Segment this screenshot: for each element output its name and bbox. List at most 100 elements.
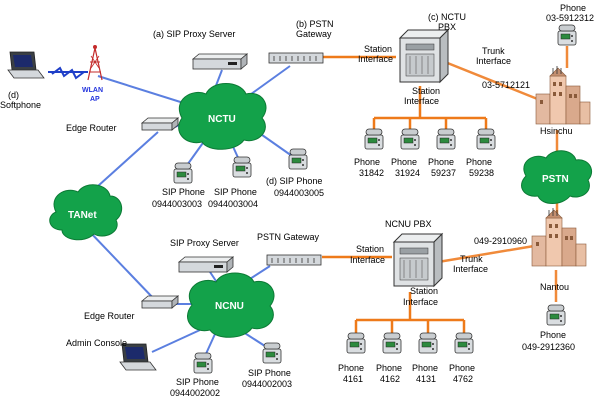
link-ap-nctu (97, 75, 191, 106)
ext-59238-label: Phone (466, 157, 492, 167)
link-pbx-hsinchu-trunk (439, 58, 541, 102)
sip-phone-3005-label-2: 0944003005 (274, 188, 324, 198)
phone-31842 (364, 128, 384, 150)
softphone-laptop (7, 51, 45, 79)
ext-4162-label-2: 4162 (380, 374, 400, 384)
ext-59237-label: Phone (428, 157, 454, 167)
nctu-cloud: NCTU (178, 83, 267, 150)
phone-4161 (346, 332, 366, 354)
ext-31924-label-2: 31924 (395, 168, 420, 178)
sip-proxy-server-a (192, 53, 248, 70)
softphone-label-2: Softphone (0, 100, 41, 110)
sip-phone-3004-label-2: 0944003004 (208, 199, 258, 209)
sip-phone-2003-label: SIP Phone (248, 368, 291, 378)
nantou-number: 049-2910960 (474, 236, 527, 246)
nctu-pbx (399, 29, 449, 83)
sip-phone-2002-label-2: 0944002002 (170, 388, 220, 398)
wlan-ap-tower-icon (87, 45, 103, 81)
sip-phone-3003 (173, 162, 193, 184)
hsinchu-label: Hsinchu (540, 126, 573, 136)
sip-phone-3004 (232, 156, 252, 178)
link-ncnu-admin (151, 329, 201, 353)
trunk-if-bottom-label-2: Interface (453, 264, 488, 274)
tanet-cloud: TANet (49, 184, 123, 241)
pstn-gateway-ncnu-label: PSTN Gateway (257, 232, 320, 242)
edge-router-bottom-label: Edge Router (84, 311, 135, 321)
station-if-top-label: Station (364, 44, 392, 54)
link-pbx-nantou-trunk (437, 243, 541, 264)
phone-59237 (436, 128, 456, 150)
pstn-gateway-b-label: (b) PSTN (296, 19, 334, 29)
ext-59238-label-2: 59238 (469, 168, 494, 178)
ext-31924-label: Phone (391, 157, 417, 167)
edge-router-top (141, 117, 179, 131)
ext-4162-label: Phone (376, 363, 402, 373)
trunk-if-bottom-label: Trunk (460, 254, 483, 264)
link-router-tanet (87, 131, 159, 196)
wlan-label: WLAN (82, 87, 103, 94)
station-if-bottom-below-label: Station (410, 286, 438, 296)
phone-4762 (454, 332, 474, 354)
hsinchu-number: 03-5712121 (482, 80, 530, 90)
phone-hsinchu (557, 24, 577, 46)
phone-31924 (400, 128, 420, 150)
tanet-cloud-label: TANet (68, 210, 97, 221)
wlan-label-2: AP (90, 96, 100, 103)
ncnu-pbx-label: NCNU PBX (385, 219, 432, 229)
ncnu-cloud: NCNU (187, 272, 275, 338)
pstn-gateway-ncnu (266, 254, 322, 266)
phone-nantou-label-2: 049-2912360 (522, 342, 575, 352)
pstn-cloud: PSTN (521, 150, 592, 204)
station-if-top-below-label-2: Interface (404, 96, 439, 106)
edge-router-bottom (141, 295, 179, 309)
trunk-if-top-label-2: Interface (476, 56, 511, 66)
phone-nantou-label: Phone (540, 330, 566, 340)
ext-4762-label: Phone (449, 363, 475, 373)
station-if-top-below-label: Station (412, 86, 440, 96)
station-if-bottom-label: Station (356, 244, 384, 254)
phone-hsinchu-label-2: 03-5912312 (546, 13, 594, 23)
phone-4131 (418, 332, 438, 354)
network-links (48, 46, 569, 357)
hsinchu-buildings (535, 65, 591, 125)
station-if-bottom-below-label-2: Interface (403, 297, 438, 307)
sip-phone-2003 (262, 342, 282, 364)
sip-phone-2002 (193, 352, 213, 374)
station-if-bottom-label-2: Interface (350, 255, 385, 265)
ext-4131-label: Phone (412, 363, 438, 373)
link-ncnu-sip2002 (204, 333, 216, 357)
sip-phone-3003-label-2: 0944003003 (152, 199, 202, 209)
trunk-if-top-label: Trunk (482, 46, 505, 56)
sip-phone-2003-label-2: 0944002003 (242, 379, 292, 389)
phone-nantou (546, 304, 566, 326)
ext-31842-label: Phone (354, 157, 380, 167)
ext-4762-label-2: 4762 (453, 374, 473, 384)
sip-phone-3005 (288, 148, 308, 170)
phone-hsinchu-label: Phone (560, 3, 586, 13)
ext-59237-label-2: 59237 (431, 168, 456, 178)
pstn-cloud-label: PSTN (542, 174, 569, 185)
ext-4161-label: Phone (338, 363, 364, 373)
nantou-label: Nantou (540, 282, 569, 292)
ext-4131-label-2: 4131 (416, 374, 436, 384)
wlan-zigzag-icon (51, 66, 85, 80)
link-tanet-ncnu-router (87, 229, 156, 301)
edge-router-top-label: Edge Router (66, 123, 117, 133)
sip-proxy-a-label: (a) SIP Proxy Server (153, 29, 235, 39)
pstn-gateway-b-label-2: Gateway (296, 29, 332, 39)
nctu-pbx-label: (c) NCTU (428, 12, 466, 22)
sip-phone-3003-label: SIP Phone (162, 187, 205, 197)
nctu-cloud-label: NCTU (208, 114, 236, 125)
station-if-top-label-2: Interface (358, 54, 393, 64)
sip-proxy-server-ncnu (178, 256, 234, 273)
nantou-buildings (531, 207, 587, 267)
sip-phone-3004-label: SIP Phone (214, 187, 257, 197)
phone-59238 (476, 128, 496, 150)
ncnu-cloud-label: NCNU (215, 301, 244, 312)
ext-31842-label-2: 31842 (359, 168, 384, 178)
sip-phone-3005-label: (d) SIP Phone (266, 176, 322, 186)
nctu-pbx-label-2: PBX (438, 22, 456, 32)
sip-phone-2002-label: SIP Phone (176, 377, 219, 387)
sip-proxy-ncnu-label: SIP Proxy Server (170, 238, 239, 248)
